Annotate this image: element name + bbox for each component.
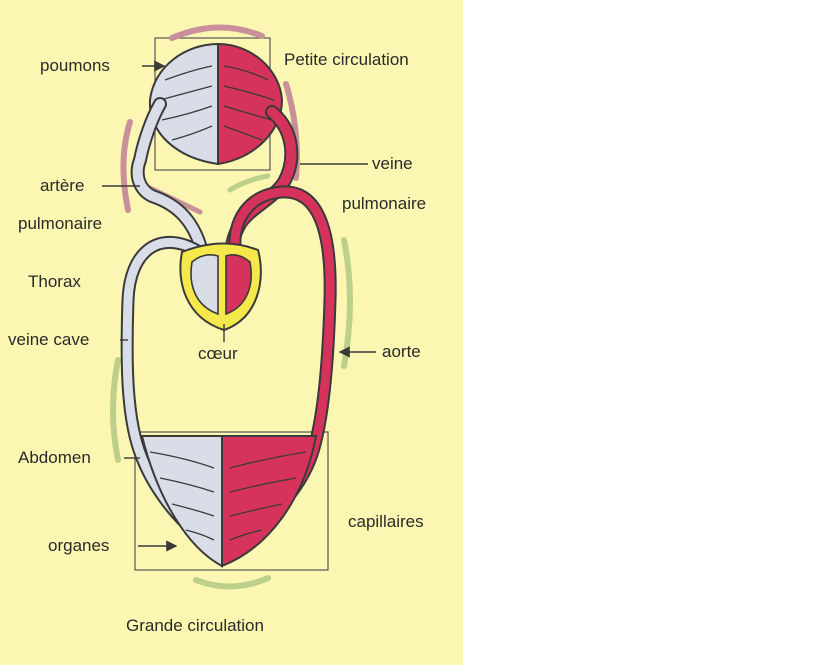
label-artere-pulmonaire-line1: artère xyxy=(40,176,85,195)
label-poumons: poumons xyxy=(40,56,110,75)
pulmonary-flow-arrow-top xyxy=(169,24,265,41)
label-thorax: Thorax xyxy=(28,272,81,291)
pulmonary-flow-arrow-left xyxy=(120,119,133,213)
label-artere-pulmonaire-line2: pulmonaire xyxy=(18,214,103,233)
label-petite-circulation: Petite circulation xyxy=(284,50,409,69)
label-organes: organes xyxy=(48,536,110,555)
lung-capillaries xyxy=(159,48,275,162)
pulmonary-artery xyxy=(132,99,209,265)
lung-oxygenated xyxy=(217,42,284,166)
systemic-flow-arrow-right xyxy=(341,237,353,369)
heart-left-side xyxy=(225,254,252,316)
organ-oxygenated xyxy=(221,435,318,568)
circulation-diagram: poumons Petite circulation veine pulmona… xyxy=(0,0,463,665)
label-veine-cave: veine cave xyxy=(8,330,90,349)
label-veine-pulmonaire-line2: pulmonaire xyxy=(342,194,427,213)
heart-right-side xyxy=(190,254,219,316)
organ-capillaries xyxy=(149,440,307,564)
systemic-flow-arrow-bottom xyxy=(193,575,271,590)
label-aorte: aorte xyxy=(382,342,421,361)
diagram-drawing xyxy=(102,24,376,590)
label-capillaires: capillaires xyxy=(348,512,424,531)
organ-box xyxy=(134,431,329,571)
label-abdomen: Abdomen xyxy=(18,448,91,467)
systemic-flow-arrow-left xyxy=(110,357,121,463)
label-grande-circulation: Grande circulation xyxy=(126,616,264,635)
systemic-flow-arrow-inner xyxy=(227,173,271,193)
lung-deoxygenated xyxy=(148,42,219,166)
label-coeur: cœur xyxy=(198,344,238,363)
label-veine-pulmonaire-line1: veine xyxy=(372,154,413,173)
label-pointers xyxy=(102,60,376,552)
